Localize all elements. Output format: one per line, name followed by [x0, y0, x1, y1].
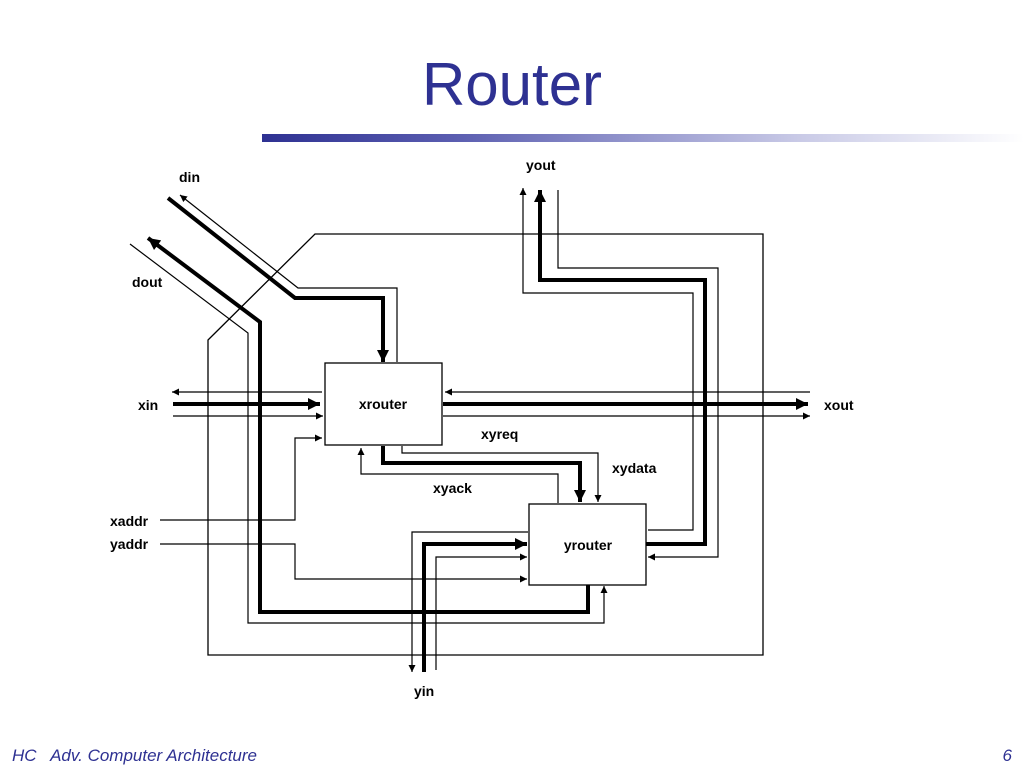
yout-label: yout — [526, 157, 556, 173]
xyreq-label: xyreq — [481, 426, 518, 442]
dout-data-wire — [146, 236, 590, 614]
slide-title: Router — [421, 51, 603, 118]
xydata-label: xydata — [612, 460, 657, 476]
din-data-wire — [166, 196, 389, 362]
yaddr-label: yaddr — [110, 536, 149, 552]
yout-req-wire — [519, 188, 694, 531]
yout-data-wire — [534, 190, 707, 546]
xyreq-wire — [401, 446, 602, 502]
footer-page-number: 6 — [1002, 746, 1012, 765]
yin-ack-wire — [408, 531, 528, 672]
xaddr-wire — [160, 434, 322, 521]
yin-label: yin — [414, 683, 434, 699]
title-underline — [262, 134, 1024, 142]
din-label: din — [179, 169, 200, 185]
yin-data-wire — [422, 538, 527, 672]
yrouter-label: yrouter — [564, 537, 613, 553]
xout-label: xout — [824, 397, 854, 413]
footer-course: HC Adv. Computer Architecture — [12, 746, 258, 765]
yout-ack-wire — [557, 190, 719, 561]
xydata-wire — [381, 446, 586, 502]
xrouter-label: xrouter — [359, 396, 408, 412]
xrouter-block — [324, 362, 443, 446]
yrouter-block — [528, 503, 647, 586]
xaddr-label: xaddr — [110, 513, 149, 529]
yaddr-wire — [160, 543, 527, 583]
xyack-label: xyack — [433, 480, 472, 496]
yin-req-wire — [435, 553, 527, 670]
dout-ack-wire — [129, 243, 608, 624]
xyack-wire — [357, 448, 559, 503]
din-ack-wire — [179, 194, 398, 362]
xin-label: xin — [138, 397, 158, 413]
dout-label: dout — [132, 274, 163, 290]
router-boundary — [207, 233, 764, 656]
